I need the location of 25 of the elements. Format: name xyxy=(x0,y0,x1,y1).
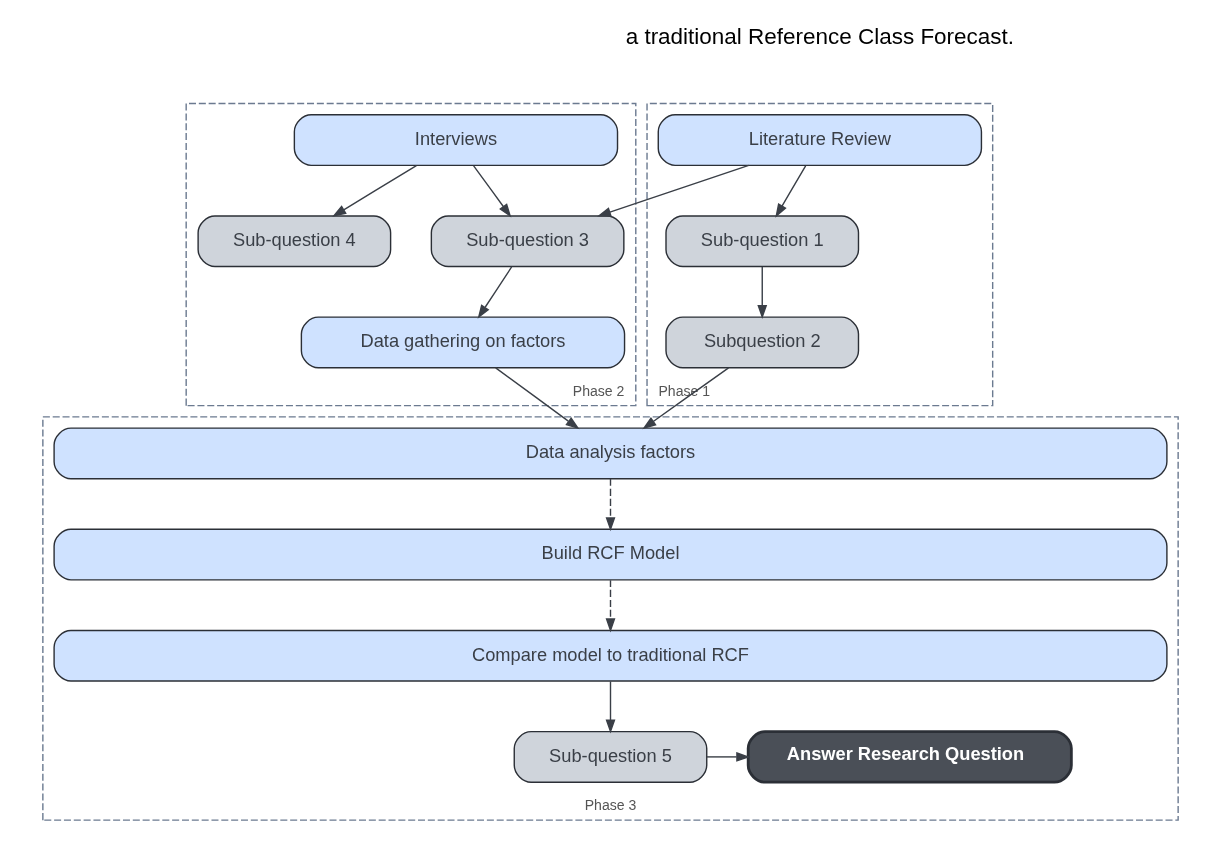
node-box: Sub-question 4 xyxy=(196,215,391,268)
node-box: Compare model to traditional RCF xyxy=(52,629,1168,682)
node-box: Subquestion 2 xyxy=(664,316,859,369)
arrow xyxy=(605,680,615,734)
arrow xyxy=(774,165,806,218)
arrow xyxy=(705,751,750,762)
node-box: Sub-question 5 xyxy=(513,730,707,783)
arrow xyxy=(331,164,417,217)
arrow xyxy=(605,579,615,633)
node-box: Answer Research Question xyxy=(746,730,1073,784)
node-box: Literature Review xyxy=(657,114,982,167)
arrow xyxy=(756,266,767,320)
arrow xyxy=(596,164,749,217)
node-box: Interviews xyxy=(293,114,618,167)
label: a traditional Reference Class Forecast. xyxy=(625,24,1014,50)
arrow xyxy=(494,367,580,430)
node-box: Sub-question 3 xyxy=(430,215,625,268)
arrow xyxy=(472,165,511,218)
node-box: Data analysis factors xyxy=(52,427,1168,480)
node-box: Sub-question 1 xyxy=(664,215,859,268)
node-box: Build RCF Model xyxy=(52,528,1168,581)
arrow xyxy=(477,266,512,319)
arrow xyxy=(605,478,615,532)
node-box: Data gathering on factors xyxy=(300,316,625,369)
arrow xyxy=(641,367,729,430)
